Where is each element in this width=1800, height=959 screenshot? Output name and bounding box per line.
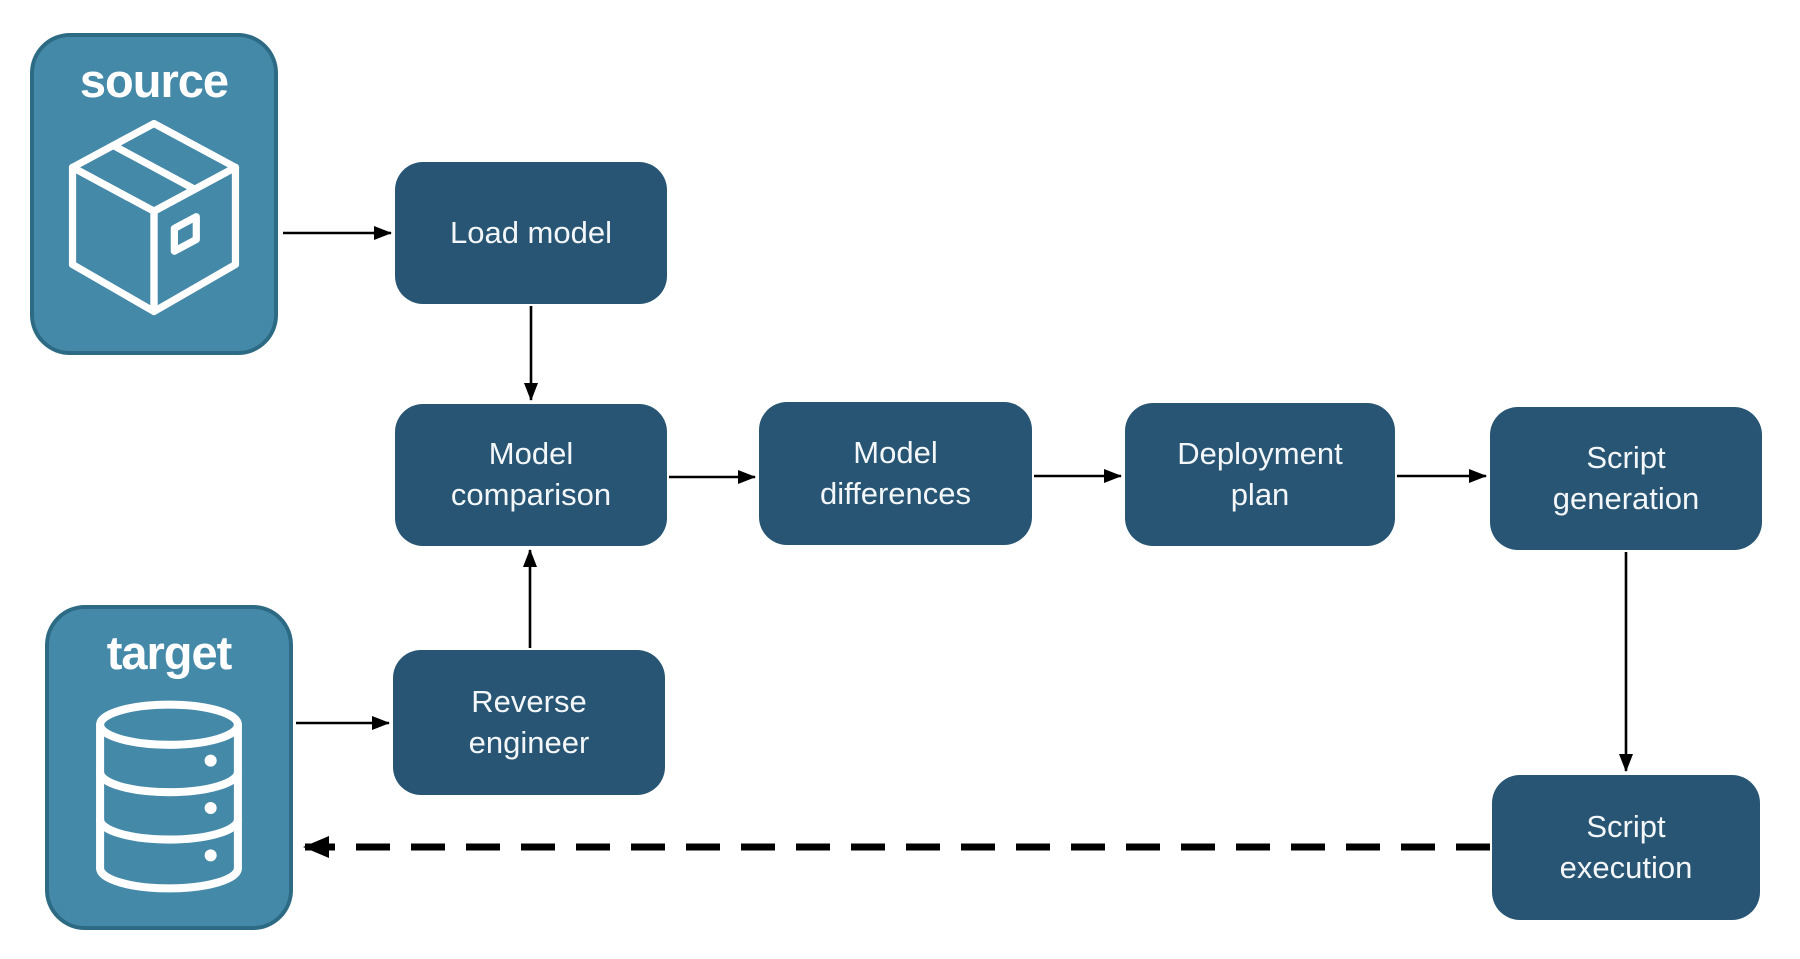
node-reverse-engineer: Reverse engineer — [393, 650, 665, 795]
node-deployment-plan-label: Deployment plan — [1177, 435, 1343, 512]
endpoint-source: source — [30, 33, 278, 355]
node-model-comparison: Model comparison — [395, 404, 667, 546]
node-model-differences: Model differences — [759, 402, 1032, 545]
endpoint-target-label: target — [106, 626, 233, 679]
node-script-generation-label: Script generation — [1552, 439, 1700, 516]
database-icon — [96, 700, 242, 893]
endpoint-source-label: source — [79, 54, 229, 107]
package-icon — [68, 119, 240, 316]
node-load-model: Load model — [395, 162, 667, 304]
node-model-comparison-label: Model comparison — [450, 436, 612, 512]
node-model-differences-label: Model differences — [819, 434, 972, 511]
node-script-execution-label: Script execution — [1559, 808, 1693, 885]
node-deployment-plan: Deployment plan — [1125, 403, 1395, 546]
node-script-generation: Script generation — [1490, 407, 1762, 550]
endpoint-target: target — [45, 605, 293, 930]
node-script-execution: Script execution — [1492, 775, 1760, 920]
node-reverse-engineer-label: Reverse engineer — [468, 683, 590, 760]
node-load-model-label: Load model — [449, 214, 612, 250]
